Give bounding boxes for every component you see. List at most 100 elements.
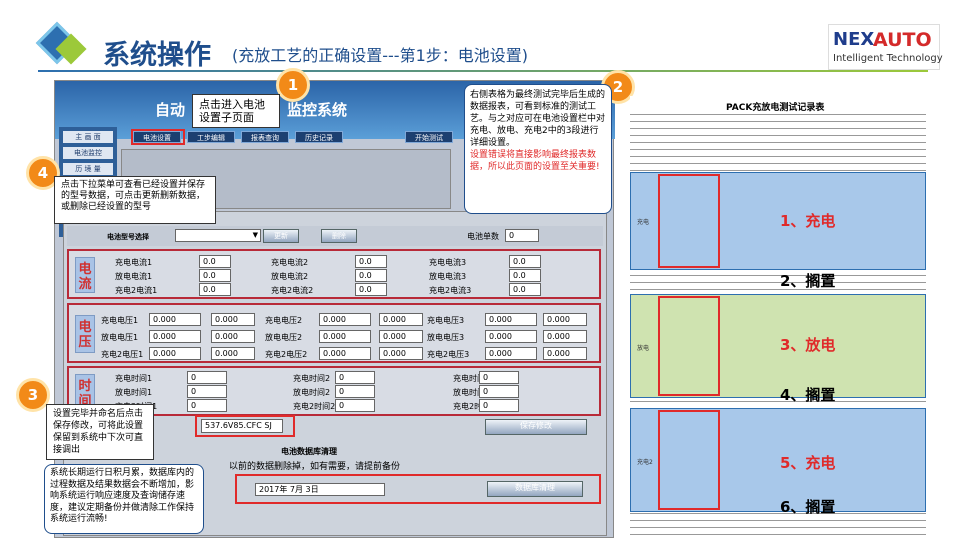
time-input[interactable]: 0 — [479, 371, 519, 384]
voltage-max-input[interactable]: 0.000 — [543, 347, 587, 360]
voltage-min-input[interactable]: 0.000 — [485, 347, 537, 360]
report-grid-line — [630, 534, 926, 535]
voltage-max-input[interactable]: 0.000 — [379, 313, 423, 326]
nav-battery-monitor[interactable]: 电池监控 — [63, 147, 113, 159]
voltage-max-input[interactable]: 0.000 — [211, 330, 255, 343]
model-name-highlight — [195, 415, 295, 437]
report-step-label: 1、充电 — [780, 212, 836, 230]
voltage-max-input[interactable]: 0.000 — [211, 313, 255, 326]
callout-4: 点击下拉菜单可查看已经设置并保存的型号数据，可点击更新删新数据，或删除已经设置的… — [54, 176, 216, 224]
voltage-label: 充电电压1 — [101, 316, 139, 325]
model-select-dropdown[interactable]: ▼ — [175, 229, 261, 242]
time-label: 充电2时间2 — [293, 402, 336, 411]
current-label: 放电电流2 — [271, 272, 309, 281]
time-label: 放电时间1 — [115, 388, 153, 397]
time-input[interactable]: 0 — [335, 371, 375, 384]
report-grid-line — [630, 149, 926, 150]
voltage-min-input[interactable]: 0.000 — [485, 330, 537, 343]
db-clean-button[interactable]: 数据库清理 — [487, 481, 583, 497]
battery-count-input[interactable]: 0 — [505, 229, 539, 242]
tab-step-edit[interactable]: 工步编辑 — [187, 131, 235, 143]
report-block-name: 充电 — [637, 219, 650, 226]
report-time-highlight — [658, 296, 720, 396]
voltage-min-input[interactable]: 0.000 — [319, 330, 371, 343]
time-label: 充电时间3 — [453, 374, 491, 383]
voltage-label: 充电2电压3 — [427, 350, 470, 359]
callout-2: 右侧表格为最终测试完毕后生成的数据报表，可看到标准的测试工艺。与之对应可在电池设… — [464, 84, 612, 214]
tab-report-query[interactable]: 报表查询 — [241, 131, 289, 143]
current-input[interactable]: 0.0 — [199, 283, 231, 296]
voltage-label: 充电电压3 — [427, 316, 465, 325]
current-input[interactable]: 0.0 — [509, 283, 541, 296]
time-input[interactable]: 0 — [335, 385, 375, 398]
report-grid-line — [630, 142, 926, 143]
report-block: 充电2 — [630, 408, 926, 512]
time-input[interactable]: 0 — [187, 399, 227, 412]
voltage-min-input[interactable]: 0.000 — [485, 313, 537, 326]
voltage-max-input[interactable]: 0.000 — [211, 347, 255, 360]
voltage-max-input[interactable]: 0.000 — [379, 347, 423, 360]
delete-button[interactable]: 删除 — [321, 229, 357, 243]
header-divider — [38, 70, 928, 72]
time-input[interactable]: 0 — [479, 385, 519, 398]
time-label: 充电时间1 — [115, 374, 153, 383]
voltage-max-input[interactable]: 0.000 — [543, 330, 587, 343]
current-input[interactable]: 0.0 — [199, 269, 231, 282]
page-subtitle: (充放工艺的正确设置---第1步：电池设置) — [232, 46, 528, 65]
date-picker[interactable]: 2017年 7月 3日 — [255, 483, 385, 496]
voltage-min-input[interactable]: 0.000 — [319, 347, 371, 360]
current-label: 充电2电流3 — [429, 286, 472, 295]
voltage-min-input[interactable]: 0.000 — [149, 330, 201, 343]
current-label: 充电电流1 — [115, 258, 153, 267]
time-input[interactable]: 0 — [335, 399, 375, 412]
voltage-min-input[interactable]: 0.000 — [149, 313, 201, 326]
nav-history[interactable]: 历 境 量 — [63, 163, 113, 175]
current-input[interactable]: 0.0 — [509, 269, 541, 282]
current-label: 充电电流2 — [271, 258, 309, 267]
time-label: 放电时间2 — [293, 388, 331, 397]
model-name-input[interactable]: 537.6V85.CFC SJ — [201, 419, 283, 433]
time-input[interactable]: 0 — [187, 385, 227, 398]
current-input[interactable]: 0.0 — [509, 255, 541, 268]
report-grid-line — [630, 513, 926, 514]
current-label: 充电电流3 — [429, 258, 467, 267]
time-input[interactable]: 0 — [187, 371, 227, 384]
db-clean-note: 以前的数据删除掉，如有需要，请提前备份 — [229, 462, 401, 472]
report-grid-line — [630, 527, 926, 528]
current-input[interactable]: 0.0 — [199, 255, 231, 268]
report-grid-line — [630, 289, 926, 290]
current-input[interactable]: 0.0 — [355, 255, 387, 268]
report-time-highlight — [658, 174, 720, 268]
report-grid-line — [630, 170, 926, 171]
voltage-max-input[interactable]: 0.000 — [379, 330, 423, 343]
report-time-highlight — [658, 410, 720, 510]
current-input[interactable]: 0.0 — [355, 269, 387, 282]
db-clean-title: 电池数据库清理 — [281, 447, 337, 456]
report-block-name: 放电 — [637, 345, 650, 352]
logo-subtitle: Intelligent Technology — [833, 53, 943, 64]
nav-main[interactable]: 主 画 面 — [63, 131, 113, 143]
tab-history[interactable]: 历史记录 — [295, 131, 343, 143]
current-label: 放电电流3 — [429, 272, 467, 281]
time-input[interactable]: 0 — [479, 399, 519, 412]
tab-battery-settings[interactable]: 电池设置 — [133, 131, 181, 143]
software-title-b: 监控系统 — [287, 101, 348, 119]
report-step-label: 4、搁置 — [780, 386, 836, 404]
current-input[interactable]: 0.0 — [355, 283, 387, 296]
save-button[interactable]: 保存修改 — [485, 419, 587, 435]
report-step-label: 6、搁置 — [780, 498, 836, 516]
voltage-min-input[interactable]: 0.000 — [319, 313, 371, 326]
voltage-min-input[interactable]: 0.000 — [149, 347, 201, 360]
tab-start-test[interactable]: 开始测试 — [405, 131, 453, 143]
report-block: 充电 — [630, 172, 926, 270]
voltage-max-input[interactable]: 0.000 — [543, 313, 587, 326]
voltage-label: 放电电压2 — [265, 333, 303, 342]
report-grid-line — [630, 135, 926, 136]
voltage-tag: 电压 — [75, 315, 95, 353]
callout-1: 点击进入电池设置子页面 — [192, 94, 280, 128]
model-select-bar: 电池型号选择 ▼ 更新 删除 电池单数 0 — [67, 226, 603, 246]
db-clean-area: 2017年 7月 3日 数据库清理 — [235, 474, 601, 504]
refresh-button[interactable]: 更新 — [263, 229, 299, 243]
